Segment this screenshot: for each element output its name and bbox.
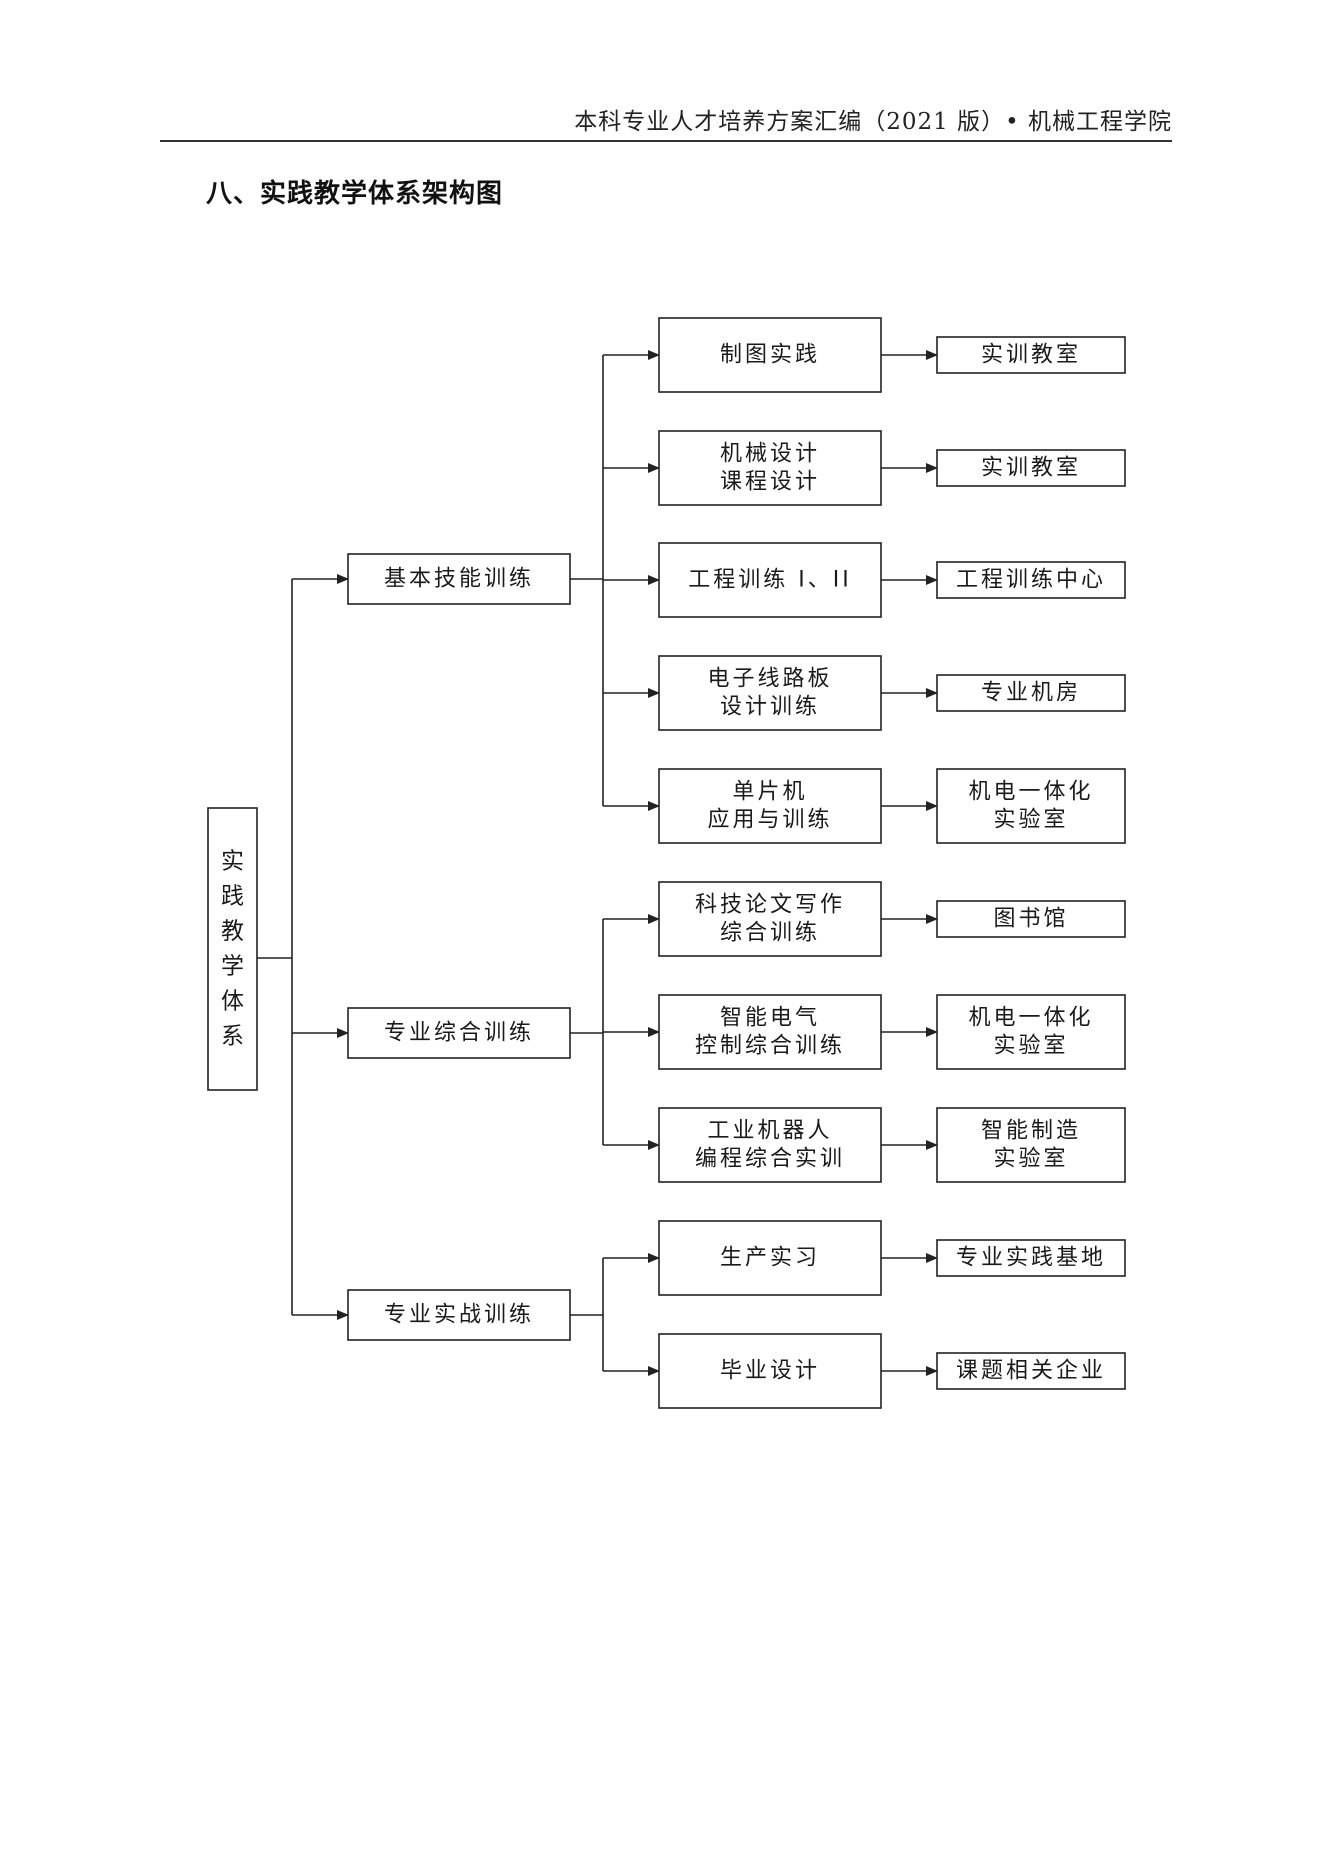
- root-node-label: 学: [221, 954, 244, 980]
- page-header: 本科专业人才培养方案汇编（2021 版）• 机械工程学院: [160, 100, 1172, 142]
- l3-4-node: 专业机房: [936, 674, 1126, 712]
- l2-internship-node-label: 生产实习: [720, 1246, 820, 1271]
- l1-basic-node: 基本技能训练: [347, 553, 571, 605]
- l2-mcu-node-box: [658, 768, 882, 844]
- l2-internship-node: 生产实习: [658, 1220, 882, 1296]
- l2-robot-node-label: 工业机器人: [707, 1119, 832, 1144]
- l2-mcu-node-label: 单片机: [732, 780, 807, 805]
- l1-comprehensive-node-box: [347, 1007, 571, 1059]
- l3-9-node-label: 专业实践基地: [956, 1246, 1106, 1271]
- l2-writing-node-box: [658, 881, 882, 957]
- l3-2-node: 实训教室: [936, 449, 1126, 487]
- l2-eng-training-node-label: 工程训练 I、II: [688, 568, 851, 593]
- l2-graduation-node-label: 毕业设计: [720, 1359, 820, 1384]
- l1-comprehensive-node-label: 专业综合训练: [384, 1021, 534, 1046]
- root-node-label: 实: [221, 849, 244, 875]
- l3-9-node-box: [936, 1239, 1126, 1277]
- l3-6-node-box: [936, 900, 1126, 938]
- l3-10-node-box: [936, 1352, 1126, 1390]
- l3-10-node-label: 课题相关企业: [956, 1359, 1106, 1384]
- l3-9-node: 专业实践基地: [936, 1239, 1126, 1277]
- l3-3-node: 工程训练中心: [936, 561, 1126, 599]
- l1-basic-node-box: [347, 553, 571, 605]
- root-node-label: 体: [221, 989, 244, 1015]
- l3-5-node-box: [936, 768, 1126, 844]
- l2-smart-elec-node-label: 智能电气: [720, 1006, 820, 1031]
- l3-6-node: 图书馆: [936, 900, 1126, 938]
- l2-mech-design-node-label: 机械设计: [720, 442, 820, 467]
- header-text: 本科专业人才培养方案汇编（2021 版）• 机械工程学院: [574, 109, 1172, 135]
- l2-smart-elec-node-box: [658, 994, 882, 1070]
- l3-6-node-label: 图书馆: [993, 907, 1068, 932]
- l1-practical-node-box: [347, 1289, 571, 1341]
- l1-practical-node-label: 专业实战训练: [384, 1303, 534, 1328]
- l3-7-node-box: [936, 994, 1126, 1070]
- l2-drafting-node-label: 制图实践: [720, 343, 820, 368]
- l3-2-node-label: 实训教室: [981, 456, 1081, 481]
- l2-robot-node-box: [658, 1107, 882, 1183]
- l2-smart-elec-node-label: 控制综合训练: [695, 1034, 845, 1059]
- l3-7-node-label: 机电一体化: [968, 1006, 1093, 1031]
- l2-pcb-node-label: 电子线路板: [707, 667, 832, 692]
- root-node-label: 教: [221, 919, 244, 945]
- l3-1-node: 实训教室: [936, 336, 1126, 374]
- l2-writing-node-label: 科技论文写作: [695, 893, 845, 918]
- l1-practical-node: 专业实战训练: [347, 1289, 571, 1341]
- root-node: 实践教学体系: [207, 807, 258, 1091]
- l3-5-node-label: 实验室: [993, 808, 1068, 833]
- l3-5-node-label: 机电一体化: [968, 780, 1093, 805]
- l3-8-node-label: 实验室: [993, 1147, 1068, 1172]
- l2-graduation-node-box: [658, 1333, 882, 1409]
- l2-eng-training-node: 工程训练 I、II: [658, 542, 882, 618]
- l2-pcb-node-label: 设计训练: [720, 695, 820, 720]
- l3-2-node-box: [936, 449, 1126, 487]
- l3-8-node-label: 智能制造: [981, 1119, 1081, 1144]
- root-node-label: 系: [221, 1024, 244, 1050]
- l2-pcb-node-box: [658, 655, 882, 731]
- l2-robot-node-label: 编程综合实训: [695, 1147, 845, 1172]
- root-node-label: 践: [221, 884, 244, 910]
- l2-drafting-node-box: [658, 317, 882, 393]
- l3-1-node-box: [936, 336, 1126, 374]
- l2-mech-design-node-label: 课程设计: [720, 470, 820, 495]
- l3-3-node-box: [936, 561, 1126, 599]
- l2-internship-node-box: [658, 1220, 882, 1296]
- l1-comprehensive-node: 专业综合训练: [347, 1007, 571, 1059]
- l3-4-node-label: 专业机房: [981, 681, 1081, 706]
- l2-mcu-node-label: 应用与训练: [707, 808, 832, 833]
- l3-10-node: 课题相关企业: [936, 1352, 1126, 1390]
- section-title: 八、实践教学体系架构图: [206, 179, 504, 209]
- l2-graduation-node: 毕业设计: [658, 1333, 882, 1409]
- l2-writing-node-label: 综合训练: [720, 921, 820, 946]
- l2-mech-design-node-box: [658, 430, 882, 506]
- l2-eng-training-node-box: [658, 542, 882, 618]
- l3-1-node-label: 实训教室: [981, 343, 1081, 368]
- l3-8-node-box: [936, 1107, 1126, 1183]
- l1-basic-node-label: 基本技能训练: [384, 567, 534, 592]
- l3-7-node-label: 实验室: [993, 1034, 1068, 1059]
- l3-3-node-label: 工程训练中心: [956, 568, 1106, 593]
- root-node-box: [207, 807, 258, 1091]
- connectors: [257, 350, 938, 1376]
- l3-4-node-box: [936, 674, 1126, 712]
- l2-drafting-node: 制图实践: [658, 317, 882, 393]
